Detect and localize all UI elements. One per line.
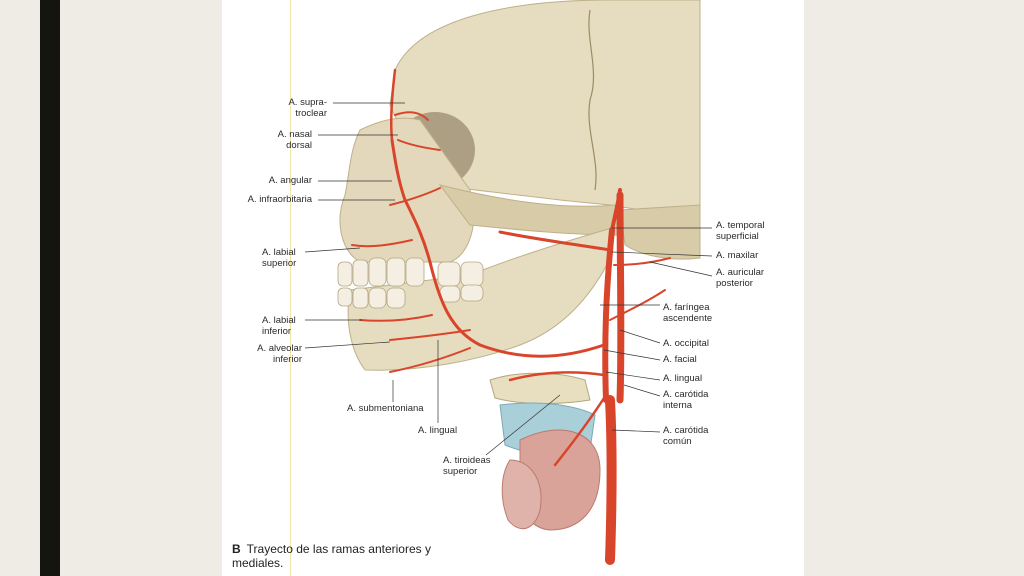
supratrochlear-artery bbox=[394, 111, 429, 121]
superficial-temporal-artery bbox=[610, 188, 622, 232]
label-facial-artery: A. facial bbox=[663, 354, 697, 365]
lingual-artery bbox=[508, 371, 606, 382]
label-inferior-alveolar-artery: A. alveolar inferior bbox=[257, 343, 302, 365]
label-superior-labial-artery: A. labial superior bbox=[262, 247, 297, 269]
internal-carotid-artery bbox=[616, 191, 625, 404]
angular-artery bbox=[389, 68, 397, 142]
leader-lines bbox=[304, 102, 713, 456]
common-carotid-artery bbox=[605, 395, 617, 565]
caption-text: Trayecto de las ramas anteriores y media… bbox=[232, 542, 431, 570]
page-margin-rule bbox=[290, 0, 291, 576]
dorsal-nasal-artery bbox=[397, 139, 441, 151]
inferior-alveolar-artery bbox=[389, 329, 471, 341]
label-posterior-auricular-artery: A. auricular posterior bbox=[716, 267, 765, 289]
label-lingual-artery-bottom: A. lingual bbox=[418, 425, 458, 436]
larynx-cartilage bbox=[489, 372, 591, 404]
arteries bbox=[351, 68, 671, 565]
inferior-labial-artery bbox=[359, 314, 433, 322]
submental-artery bbox=[389, 347, 471, 373]
label-lingual-artery-right: A. lingual bbox=[663, 373, 703, 384]
facial-artery bbox=[390, 138, 606, 358]
label-infraorbital-artery: A. infraorbitaria bbox=[247, 194, 312, 205]
teeth bbox=[337, 257, 484, 309]
label-supratrochlear-artery: A. supra- troclear bbox=[288, 97, 327, 119]
label-inferior-labial-artery: A. labial inferior bbox=[262, 315, 296, 337]
caption-letter: B bbox=[232, 542, 241, 556]
label-superior-thyroid-arteries: A. tiroideas superior bbox=[443, 455, 491, 477]
thyroid-lobe bbox=[501, 459, 542, 530]
label-maxillary-artery: A. maxilar bbox=[716, 250, 759, 261]
superior-thyroid-artery bbox=[553, 393, 608, 467]
label-internal-carotid-artery: A. carótida interna bbox=[663, 389, 709, 411]
infraorbital-artery bbox=[389, 187, 441, 206]
maxillary-artery bbox=[498, 230, 612, 252]
coronal-suture bbox=[588, 9, 597, 191]
label-ascending-pharyngeal-artery: A. faríngea ascendente bbox=[663, 302, 713, 324]
label-occipital-artery: A. occipital bbox=[663, 338, 709, 349]
mastoid bbox=[619, 204, 701, 260]
label-dorsal-nasal-artery: A. nasal dorsal bbox=[277, 129, 312, 151]
slide-left-bar bbox=[40, 0, 60, 576]
superior-labial-artery bbox=[351, 239, 413, 248]
label-submental-artery: A. submentoniana bbox=[347, 403, 424, 414]
label-common-carotid-artery: A. carótida común bbox=[663, 425, 709, 447]
label-superficial-temporal-artery: A. temporal superficial bbox=[716, 220, 765, 242]
label-angular-artery: A. angular bbox=[268, 175, 312, 186]
posterior-auricular-artery bbox=[613, 257, 671, 266]
